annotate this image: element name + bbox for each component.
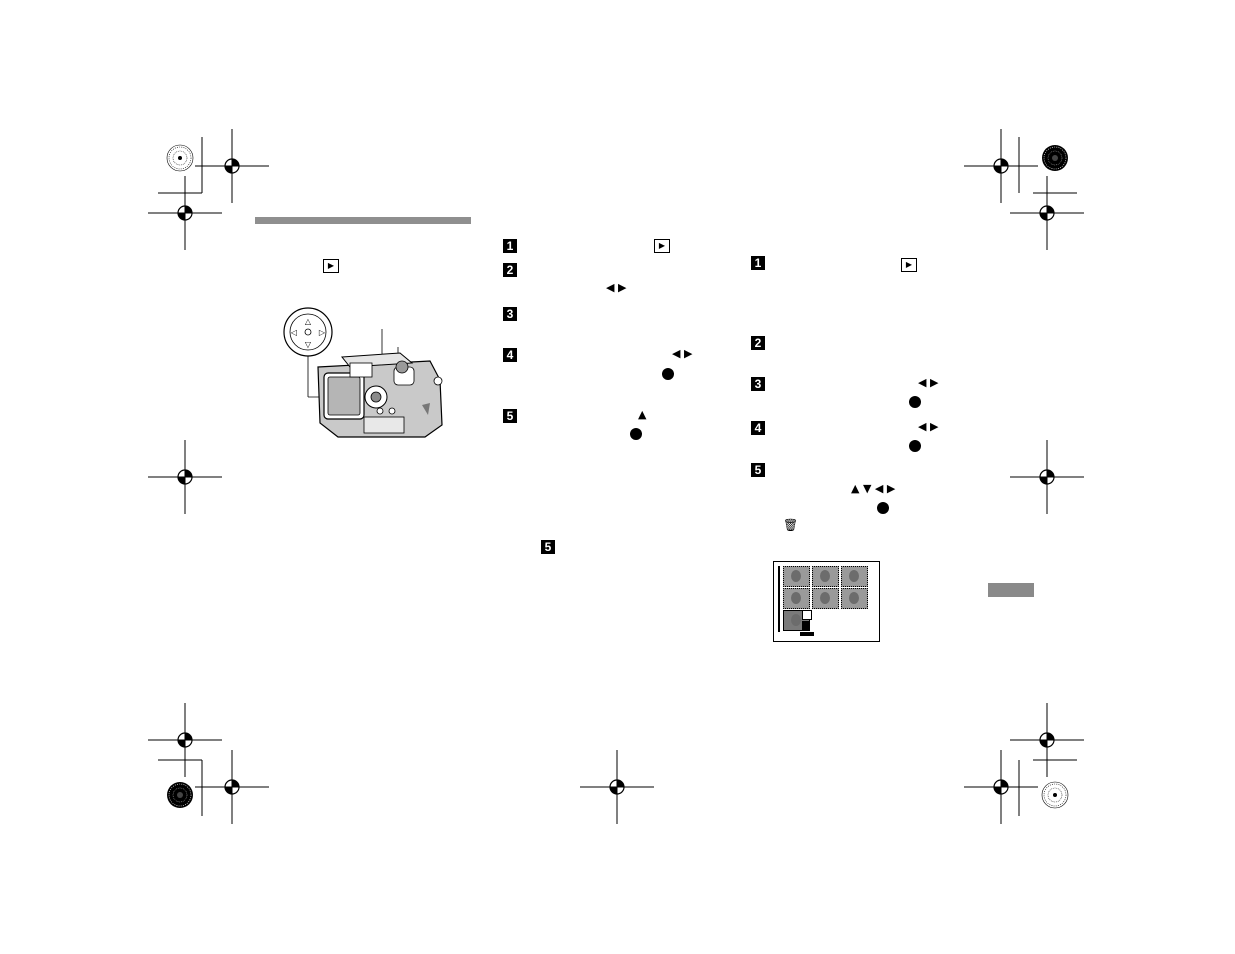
play-glyph: ▶ (905, 260, 913, 269)
center-select-button-icon (909, 440, 921, 452)
section-title-bar (255, 217, 471, 224)
left-step-5-marker: 5 (503, 409, 517, 423)
thumbnail (841, 566, 868, 587)
check-icon (802, 610, 812, 620)
screen-label-bar (800, 632, 814, 636)
center-select-button-icon (909, 396, 921, 408)
play-glyph: ▶ (658, 241, 666, 250)
up-arrow-icon: ▲ (638, 408, 647, 421)
svg-text:◁: ◁ (290, 328, 297, 337)
right-step-3-marker: 3 (751, 377, 765, 391)
index-screen-illustration (773, 561, 880, 642)
play-glyph: ▶ (327, 261, 335, 270)
thumbnail (812, 588, 839, 609)
svg-text:△: △ (305, 317, 312, 326)
svg-text:▷: ▷ (319, 328, 326, 337)
left-right-arrow-icons: ◀ ▶ (672, 347, 693, 360)
left-step-3-marker: 3 (503, 307, 517, 321)
left-step-4-marker: 4 (503, 348, 517, 362)
scroll-bar (778, 566, 780, 632)
note-step-5-marker: 5 (541, 540, 555, 554)
center-select-button-icon (630, 428, 642, 440)
right-step-2-marker: 2 (751, 336, 765, 350)
thumbnail (841, 588, 868, 609)
thumbnail (783, 588, 810, 609)
camera-illustration: △ ▽ ◁ ▷ (283, 307, 443, 438)
svg-text:▽: ▽ (305, 340, 312, 349)
right-step-1-marker: 1 (751, 256, 765, 270)
thumbnail (812, 566, 839, 587)
four-way-arrow-icons: ▲ ▼ ◀ ▶ (851, 482, 896, 495)
play-button-icon: ▶ (654, 239, 670, 253)
section-tab (988, 583, 1034, 597)
trash-icon (802, 621, 810, 630)
thumbnail (783, 566, 810, 587)
center-select-button-icon (662, 368, 674, 380)
center-select-button-icon (877, 502, 889, 514)
play-button-icon: ▶ (323, 259, 339, 273)
right-step-4-marker: 4 (751, 421, 765, 435)
left-step-2-marker: 2 (503, 263, 517, 277)
left-step-1-marker: 1 (503, 239, 517, 253)
trash-icon: 🗑 (783, 518, 799, 532)
left-right-arrow-icons: ◀ ▶ (606, 281, 627, 294)
right-step-5-marker: 5 (751, 463, 765, 477)
play-button-icon: ▶ (901, 258, 917, 272)
left-right-arrow-icons: ◀ ▶ (918, 420, 939, 433)
left-right-arrow-icons: ◀ ▶ (918, 376, 939, 389)
